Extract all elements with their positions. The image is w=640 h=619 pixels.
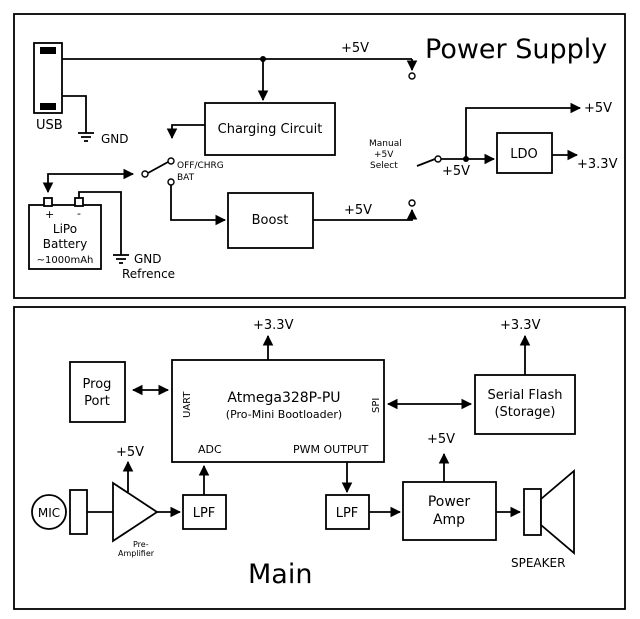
main-title: Main [248, 559, 312, 590]
uart-label: UART [182, 391, 193, 418]
lipo-battery [28, 197, 102, 270]
battery-label-3: ~1000mAh [37, 255, 94, 266]
plus5v-preamp-label: +5V [116, 445, 144, 460]
battery-minus-label: - [77, 207, 81, 220]
plus3v3-flash-label: +3.3V [500, 318, 541, 333]
battery-plus-label: + [45, 208, 54, 221]
power-amp-label-2: Amp [433, 512, 465, 528]
manual-select-label-1: Manual [369, 139, 402, 149]
gnd-reference-label-1: GND [134, 252, 162, 266]
preamp-label-1: Pre- [133, 540, 149, 549]
power-supply-title: Power Supply [425, 34, 607, 65]
serial-flash-label-2: (Storage) [494, 405, 555, 420]
plus5v-mid-label: +5V [442, 164, 470, 179]
speaker-label: SPEAKER [511, 556, 565, 570]
usb-gnd-label: GND [101, 132, 129, 146]
serial-flash-block [474, 374, 576, 435]
boost-label: Boost [252, 213, 289, 228]
ldo-block [496, 132, 553, 174]
lpf-2-label: LPF [336, 506, 359, 521]
battery-label-2: Battery [43, 237, 87, 251]
preamp-label-2: Amplifier [118, 549, 155, 558]
plus5v-amp-label: +5V [427, 432, 455, 447]
usb-label: USB [36, 118, 63, 133]
preamplifier-symbol [112, 481, 159, 543]
ldo-label: LDO [510, 147, 538, 162]
mcu-block [171, 359, 385, 463]
prog-port-label-2: Port [84, 394, 110, 409]
plus3v3-mcu-label: +3.3V [253, 318, 294, 333]
switch-label-bat: BAT [177, 173, 195, 183]
plus3v3-out-label: +3.3V [577, 157, 618, 172]
pwm-label: PWM OUTPUT [293, 443, 369, 456]
plus5v-out-label: +5V [584, 101, 612, 116]
plus5v-top-label: +5V [341, 41, 369, 56]
charging-circuit-block [204, 102, 336, 156]
manual-select-label-3: Select [370, 161, 398, 171]
usb-connector [33, 42, 63, 114]
switch-label-off-chrg: OFF/CHRG [177, 161, 224, 171]
prog-port-label-1: Prog [83, 377, 112, 392]
speaker-symbol [523, 469, 575, 555]
boost-block [227, 192, 314, 249]
ground-reference-symbol [113, 254, 129, 264]
usb-ground-symbol [78, 132, 94, 142]
mic-symbol [31, 494, 67, 530]
manual-select-label-2: +5V [374, 150, 394, 160]
serial-flash-label-1: Serial Flash [488, 388, 563, 403]
power-amp-block [402, 481, 497, 541]
mcu-name: Atmega328P-PU [227, 390, 340, 406]
charging-circuit-label: Charging Circuit [218, 122, 323, 137]
mic-label: MIC [38, 506, 60, 520]
spi-label: SPI [371, 398, 382, 413]
plus5v-boost-label: +5V [344, 203, 372, 218]
mcu-subtitle: (Pro-Mini Bootloader) [226, 408, 342, 421]
prog-port-block [69, 361, 126, 423]
lpf-1-label: LPF [193, 506, 216, 521]
power-amp-label-1: Power [428, 494, 471, 510]
gnd-reference-label-2: Refrence [122, 267, 175, 281]
lpf-2-block [325, 494, 370, 530]
adc-label: ADC [198, 443, 222, 456]
battery-label-1: LiPo [53, 222, 77, 236]
